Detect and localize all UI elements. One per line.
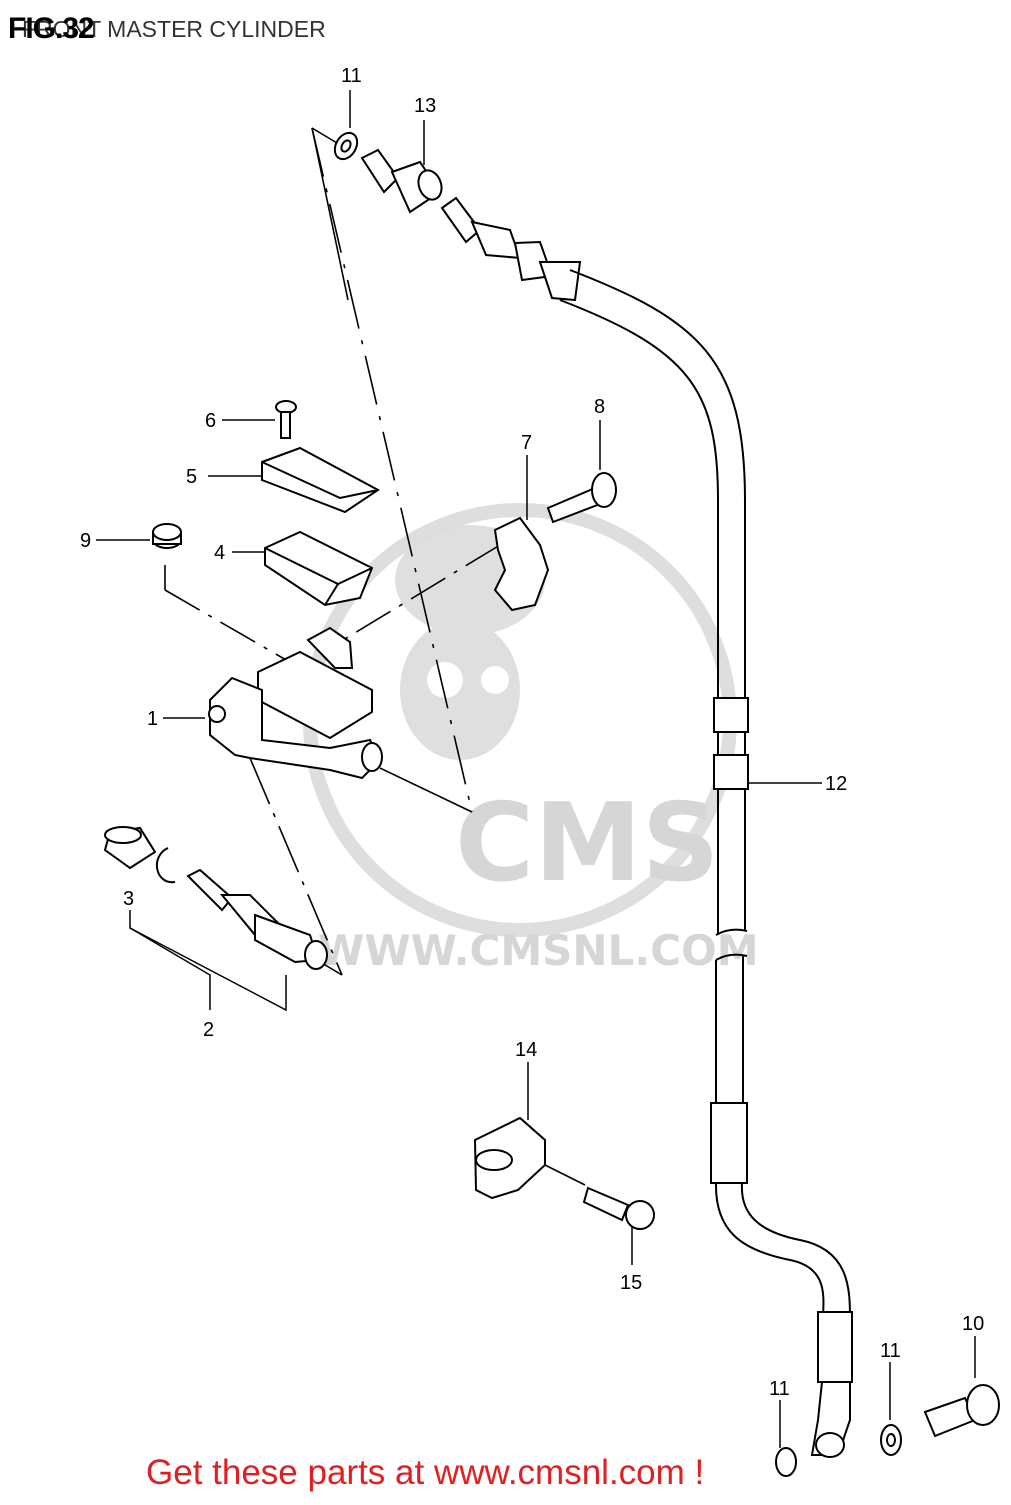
leader-lines — [96, 90, 976, 1448]
callout-10: 10 — [962, 1313, 984, 1335]
callout-6: 6 — [205, 410, 216, 432]
callout-11-bottom: 11 — [769, 1378, 790, 1400]
part-7-clamp — [493, 516, 550, 612]
part-15-bolt — [582, 1186, 655, 1230]
callout-11-top: 11 — [341, 65, 362, 87]
part-2-piston-set — [186, 868, 328, 970]
footer-prefix: Get these parts at — [146, 1453, 434, 1492]
part-5-reservoir-cap — [261, 446, 380, 514]
part-6-cover-screw — [275, 400, 297, 439]
callout-8: 8 — [594, 396, 605, 418]
figure-label: FIG.32 — [8, 12, 95, 45]
callout-3: 3 — [123, 888, 134, 910]
diagram-title: FRONT MASTER CYLINDER — [22, 16, 326, 42]
part-snap-ring — [155, 847, 176, 884]
part-9-nut — [152, 523, 182, 549]
part-12-brake-hose — [440, 196, 853, 1458]
callout-15: 15 — [620, 1272, 642, 1294]
callout-7: 7 — [521, 432, 532, 454]
callout-13: 13 — [414, 95, 436, 117]
part-10-banjo-bolt — [923, 1384, 1000, 1438]
part-4-diaphragm — [264, 530, 374, 607]
footer-suffix: ! — [684, 1453, 705, 1492]
part-11-washers-bottom — [775, 1424, 902, 1477]
part-11-washer-top — [333, 131, 359, 161]
callout-9: 9 — [80, 530, 91, 552]
callout-4: 4 — [214, 542, 225, 564]
callout-11-mid: 11 — [880, 1340, 901, 1362]
part-13-banjo-bolt — [360, 148, 443, 214]
callout-12: 12 — [825, 773, 847, 795]
watermark-url: WWW.CMSNL.COM — [318, 926, 759, 975]
part-1-master-cylinder — [208, 626, 383, 780]
part-14-hose-guide — [473, 1116, 546, 1200]
callout-1: 1 — [147, 708, 158, 730]
callout-5: 5 — [186, 466, 197, 488]
callout-14: 14 — [515, 1039, 537, 1061]
watermark-logo-text: CMS — [455, 781, 720, 906]
part-3-boot — [103, 826, 157, 870]
footer-cta: Get these parts at www.cmsnl.com ! — [146, 1453, 704, 1493]
guide-lines — [164, 127, 586, 1186]
footer-link[interactable]: www.cmsnl.com — [433, 1453, 685, 1492]
part-8-bolt — [546, 472, 617, 524]
callout-2: 2 — [203, 1019, 214, 1041]
